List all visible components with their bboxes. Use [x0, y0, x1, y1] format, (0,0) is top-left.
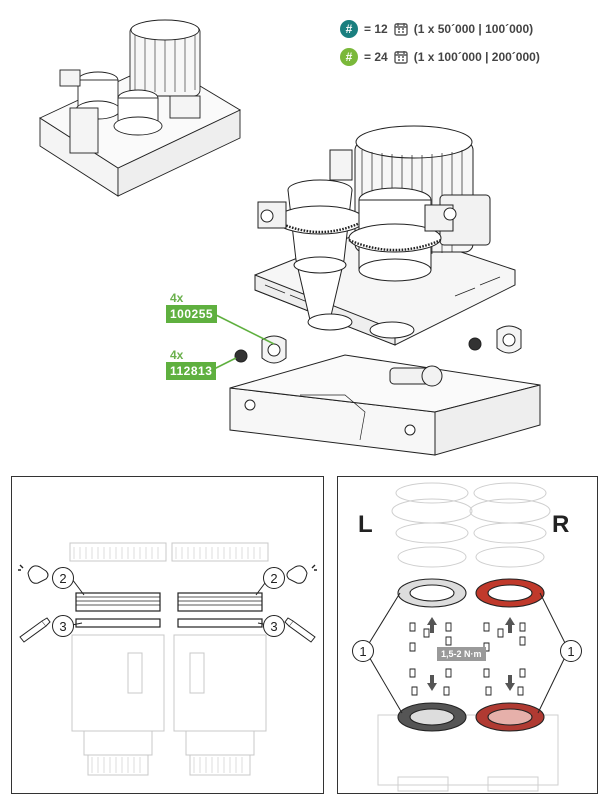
panel-burr-carriers: L R 1 1 1,5-2 N·m [337, 476, 598, 794]
part-number-100255: 100255 [166, 305, 218, 323]
legend-count: = 24 [364, 50, 388, 64]
screw-set [409, 622, 526, 696]
part-qty-2: 4x [170, 348, 184, 362]
calendar-icon [394, 23, 408, 36]
legend-detail: (1 x 50´000 | 100´000) [413, 22, 534, 36]
callout-3-left: 3 [52, 615, 74, 637]
direction-arrows [427, 617, 515, 691]
legend-count: = 12 [364, 22, 388, 36]
panel-rings-grease: 2 3 2 3 [11, 476, 324, 794]
callout-1-left: 1 [352, 640, 374, 662]
callout-3-right: 3 [263, 615, 285, 637]
glove-icon [18, 564, 49, 584]
grinder-rings-illustration [18, 542, 317, 776]
overview-machine [39, 19, 241, 197]
main-machine [254, 125, 516, 346]
legend-detail: (1 x 100´000 | 200´000) [413, 50, 540, 64]
hash-badge-green: # [340, 48, 358, 66]
label-right: R [552, 511, 570, 538]
part-qty-1: 4x [170, 291, 184, 305]
callout-2-right: 2 [263, 567, 285, 589]
legend-row-24: # = 24 (1 x 100´000 | 200´000) [340, 48, 540, 66]
burr-carrier-illustration [367, 482, 567, 792]
callout-2-left: 2 [52, 567, 74, 589]
grease-tube-icon [284, 617, 316, 643]
hash-badge-teal: # [340, 20, 358, 38]
part-number-112813: 112813 [166, 362, 217, 380]
calendar-icon [394, 51, 408, 64]
clamp-parts [234, 325, 522, 364]
tray [229, 354, 541, 456]
label-left: L [358, 511, 373, 538]
callout-1-right: 1 [560, 640, 582, 662]
grease-tube-icon [19, 617, 51, 643]
torque-label: 1,5-2 N·m [437, 647, 486, 661]
glove-icon [286, 564, 317, 584]
legend-row-12: # = 12 (1 x 50´000 | 100´000) [340, 20, 533, 38]
